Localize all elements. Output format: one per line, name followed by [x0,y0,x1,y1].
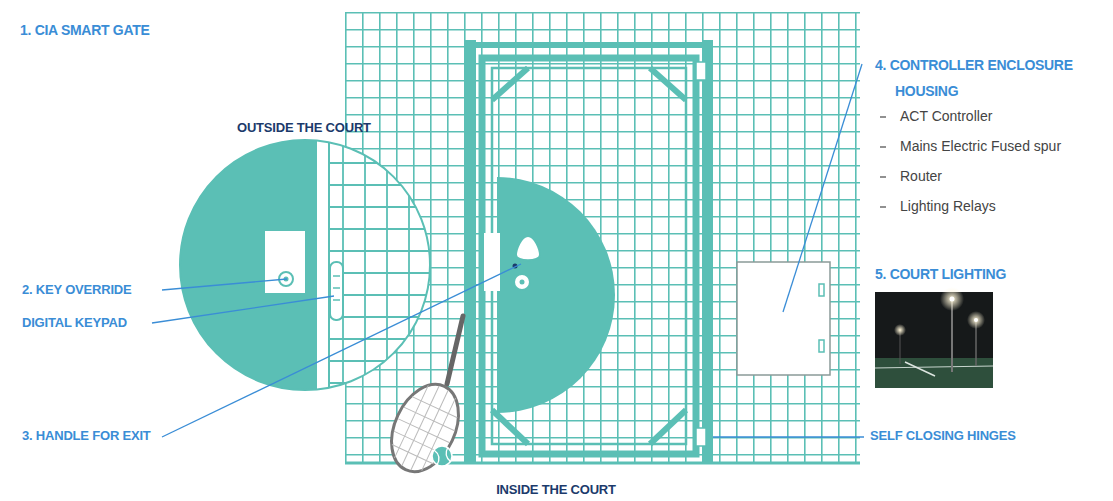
callout-label: SELF CLOSING HINGES [870,429,1016,444]
component-item: Router [900,168,942,184]
callout-label: 5. COURT LIGHTING [875,266,1006,282]
leader-line [152,64,864,437]
callout-label: DIGITAL KEYPAD [22,316,127,331]
inset-view [180,130,430,400]
lock-plate [484,233,500,291]
bullet-dash [880,117,886,207]
callout-label: 3. HANDLE FOR EXIT [22,429,151,444]
gate-frame [465,40,713,463]
highlight-semicircle [497,177,615,413]
callout-label: 4. CONTROLLER ENCLOSURE HOUSING [875,53,1113,105]
component-item: Lighting Relays [900,198,996,214]
callout-label: 2. KEY OVERRIDE [22,283,131,298]
controller-enclosure [737,262,830,375]
tennis-racket [378,316,471,482]
digital-keypad [330,262,343,320]
component-item: Mains Electric Fused spur [900,138,1061,154]
court-lighting-photo [875,287,993,388]
hinge [696,62,706,446]
component-item: ACT Controller [900,108,992,124]
view-label: INSIDE THE COURT [456,483,656,498]
key-box [265,231,305,293]
inset-outline [180,140,430,390]
enclosure-latch [819,284,824,352]
keyhole-dot [520,280,525,285]
gate-door [482,58,696,454]
tennis-ball [432,446,452,466]
exit-handle [516,236,540,260]
keyhole [514,274,530,290]
view-label: OUTSIDE THE COURT [237,121,371,136]
diagram-title: 1. CIA SMART GATE [20,22,149,38]
